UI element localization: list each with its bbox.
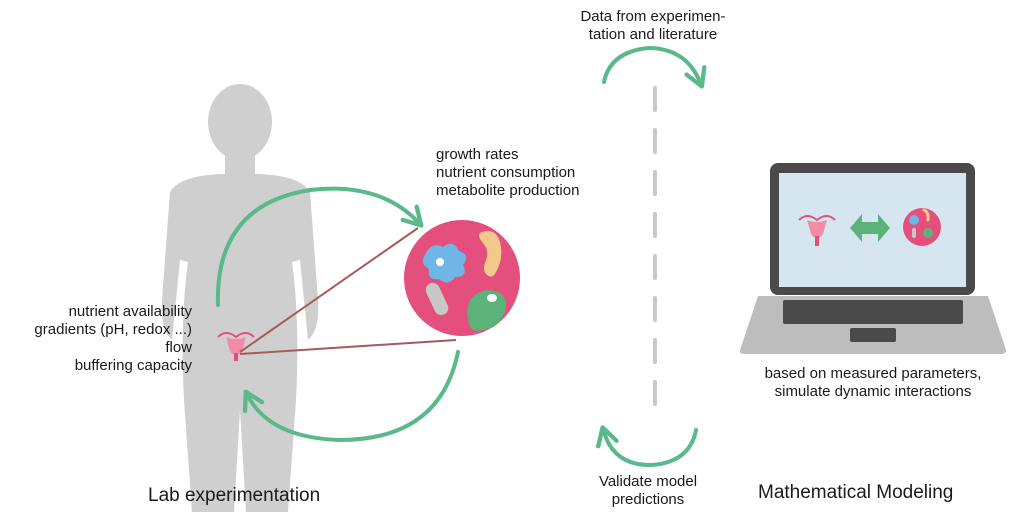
laptop-keyboard <box>783 300 963 324</box>
body-conditions: nutrient availability gradients (pH, red… <box>34 303 192 375</box>
connector-line-bottom <box>239 339 457 355</box>
data-source-label: Data from experimen- tation and literatu… <box>558 8 748 44</box>
microbe-measure-item: growth rates <box>436 146 519 163</box>
microbe-measures: growth rates nutrient consumption metabo… <box>436 146 579 200</box>
microbe-measure-item: metabolite production <box>436 182 580 199</box>
gray-microbe <box>425 282 449 316</box>
validate-label: Validate model predictions <box>568 473 728 509</box>
body-condition-item: nutrient availability <box>68 303 192 320</box>
modeling-description-line: simulate dynamic interactions <box>774 383 972 400</box>
arrow-validate <box>596 425 698 468</box>
laptop <box>739 163 1006 354</box>
green-microbe <box>467 290 506 331</box>
connector-line-top <box>239 227 419 353</box>
human-silhouette <box>161 84 319 512</box>
blue-microbe <box>422 243 467 283</box>
screen-microbe-circle <box>903 208 941 246</box>
microbe-circle <box>404 220 520 336</box>
body-condition-item: buffering capacity <box>74 357 192 374</box>
modeling-description: based on measured parameters, simulate d… <box>738 365 1008 401</box>
validate-line: Validate model <box>598 473 698 490</box>
validate-line: predictions <box>611 491 685 508</box>
arrow-data-in <box>602 45 707 89</box>
data-source-line: tation and literature <box>588 26 718 43</box>
yellow-microbe <box>479 231 502 277</box>
lab-caption: Lab experimentation <box>148 485 321 506</box>
data-source-line: Data from experimen- <box>580 8 726 25</box>
laptop-trackpad <box>850 328 896 342</box>
body-condition-item: flow <box>165 339 192 356</box>
double-arrow-icon <box>850 214 890 242</box>
microbe-measure-item: nutrient consumption <box>436 164 576 181</box>
modeling-caption: Mathematical Modeling <box>758 482 954 503</box>
arrow-up-to-microbes <box>215 186 424 307</box>
body-condition-item: gradients (pH, redox ...) <box>34 321 192 338</box>
screen-uterus-icon <box>798 215 836 246</box>
arrow-down-to-body <box>242 350 460 443</box>
modeling-description-line: based on measured parameters, <box>764 365 982 382</box>
